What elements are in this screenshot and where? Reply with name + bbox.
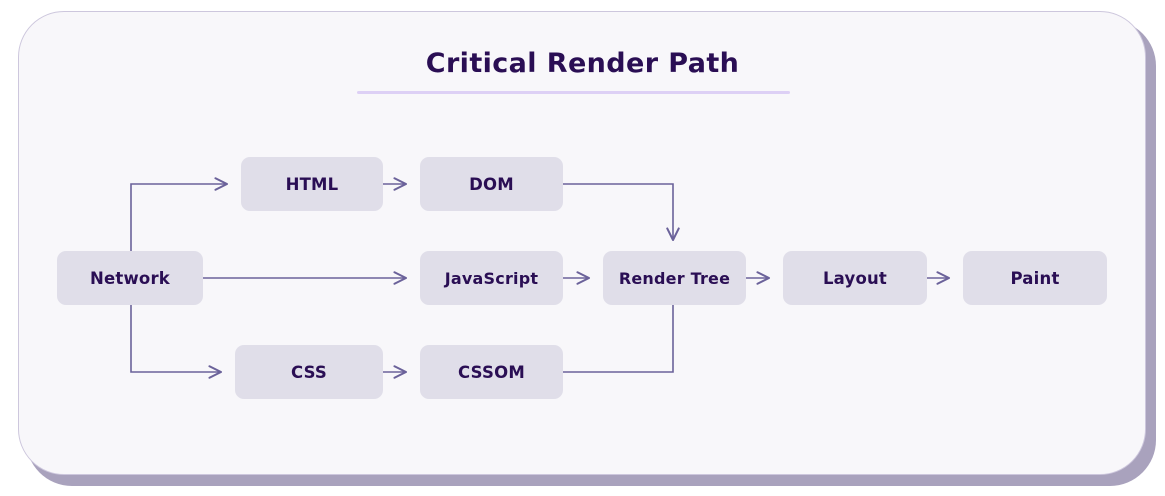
edge-dom-render-tree bbox=[563, 183, 680, 242]
diagram-card bbox=[18, 11, 1146, 475]
edge-network-html bbox=[130, 177, 229, 278]
edge-cssom-render-tree bbox=[563, 305, 674, 373]
node-render-tree[interactable]: Render Tree bbox=[603, 251, 746, 305]
edge-network-css bbox=[130, 278, 223, 379]
page-title: Critical Render Path bbox=[425, 48, 740, 79]
node-paint[interactable]: Paint bbox=[963, 251, 1107, 305]
node-html[interactable]: HTML bbox=[241, 157, 383, 211]
node-javascript[interactable]: JavaScript bbox=[420, 251, 563, 305]
node-layout[interactable]: Layout bbox=[783, 251, 927, 305]
node-dom[interactable]: DOM bbox=[420, 157, 563, 211]
node-css[interactable]: CSS bbox=[235, 345, 383, 399]
title-underline bbox=[357, 91, 790, 94]
node-network[interactable]: Network bbox=[57, 251, 203, 305]
node-cssom[interactable]: CSSOM bbox=[420, 345, 563, 399]
